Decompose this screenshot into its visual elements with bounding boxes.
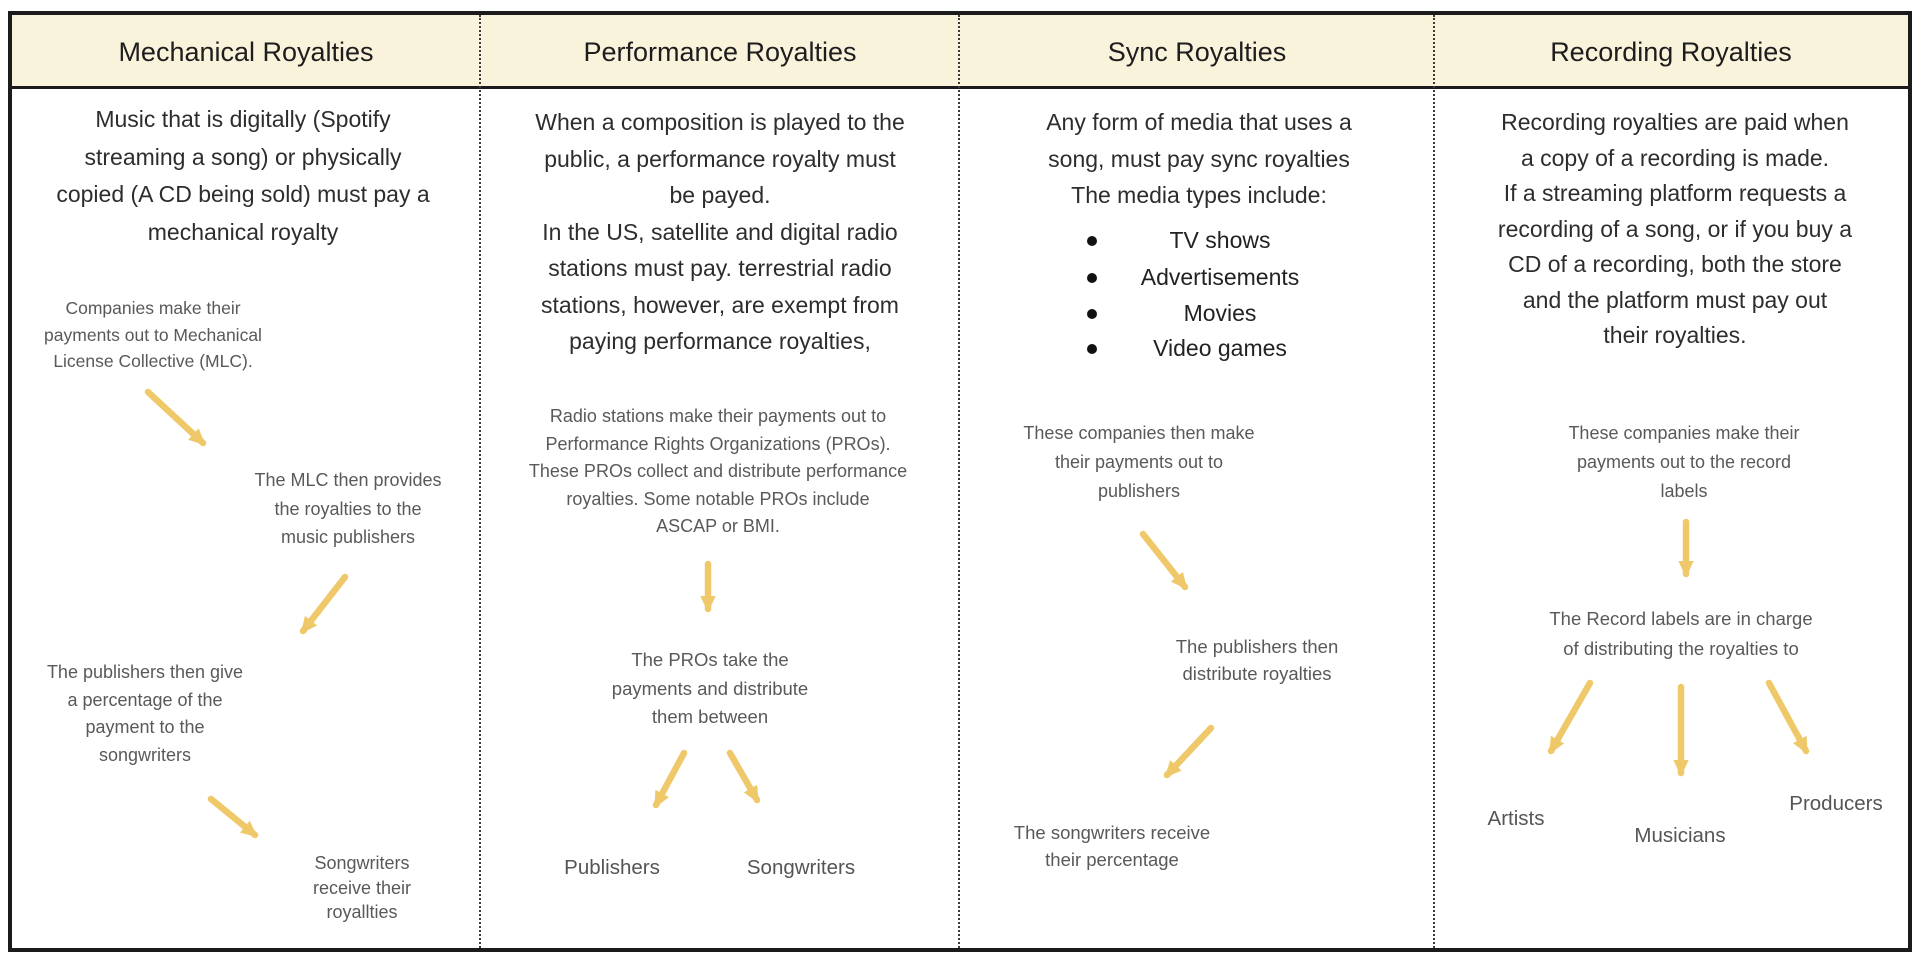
mechanical-step-3: The publishers then give a percentage of… — [46, 662, 244, 765]
sync-step-3: The songwriters receive their percentage — [1013, 822, 1211, 870]
sync-step-2: The publishers then distribute royalties — [1175, 636, 1339, 684]
recording-intro: Recording royalties are paid when a copy… — [1497, 109, 1853, 348]
media-type-item: Advertisements — [1140, 264, 1300, 290]
header-recording-royalties: Recording Royalties — [1550, 37, 1792, 67]
bullet-dot — [1087, 309, 1097, 319]
performance-intro: When a composition is played to the publ… — [535, 109, 905, 354]
bullet-dot — [1087, 273, 1097, 283]
sync-step-1: These companies then make their payments… — [1023, 423, 1255, 501]
outcome-artists: Artists — [1487, 807, 1545, 830]
media-type-item: Movies — [1183, 300, 1257, 326]
outcome-songwriters: Songwriters — [746, 856, 856, 879]
mechanical-step-1: Companies make their payments out to Mec… — [44, 298, 262, 371]
performance-step-1: Radio stations make their payments out t… — [528, 406, 908, 536]
outcome-producers: Producers — [1789, 792, 1883, 815]
diagram-frame — [8, 11, 1912, 952]
media-type-item: TV shows — [1169, 227, 1271, 253]
column-divider — [958, 15, 960, 948]
recording-step-2: The Record labels are in charge of distr… — [1549, 608, 1813, 659]
column-divider — [479, 15, 481, 948]
header-mechanical-royalties: Mechanical Royalties — [118, 37, 374, 67]
performance-step-2: The PROs take the payments and distribut… — [611, 649, 809, 727]
header-performance-royalties: Performance Royalties — [583, 37, 857, 67]
outcome-musicians: Musicians — [1634, 824, 1726, 847]
mechanical-step-2: The MLC then provides the royalties to t… — [254, 470, 442, 547]
column-divider — [1433, 15, 1435, 948]
bullet-dot — [1087, 236, 1097, 246]
header-band — [12, 15, 1908, 89]
bullet-dot — [1087, 344, 1097, 354]
media-type-item: Video games — [1153, 335, 1287, 361]
outcome-publishers: Publishers — [564, 856, 660, 879]
mechanical-step-4: Songwriters receive their royallties — [312, 853, 412, 922]
recording-step-1: These companies make their payments out … — [1568, 423, 1800, 501]
mechanical-intro: Music that is digitally (Spotify streami… — [56, 106, 430, 245]
sync-intro: Any form of media that uses a song, must… — [1046, 109, 1352, 208]
header-sync-royalties: Sync Royalties — [1107, 37, 1287, 67]
